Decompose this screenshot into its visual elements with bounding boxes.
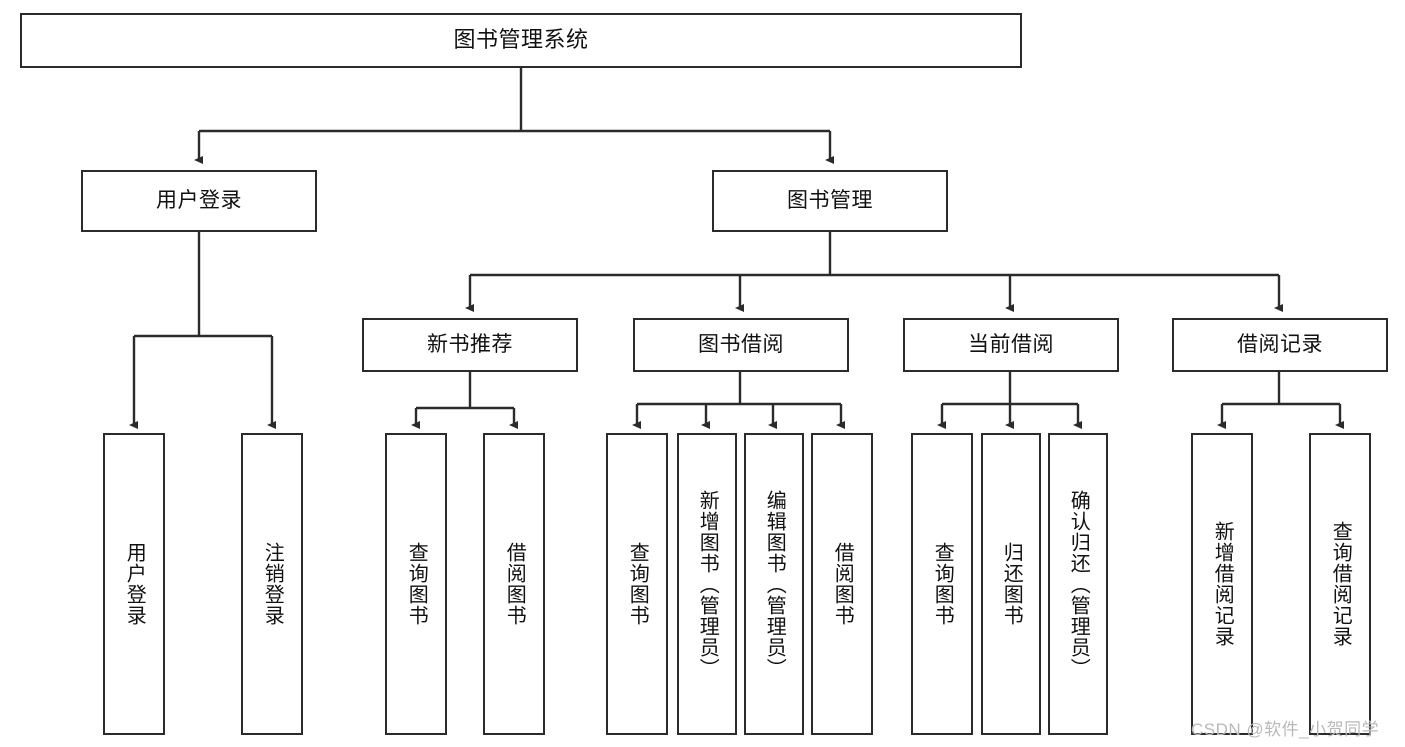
leaf-user-login-login-label: 用户登录 xyxy=(123,542,146,626)
leaf-book-borrow-query[interactable]: 查询图书 xyxy=(606,433,668,735)
leaf-book-borrow-edit-label: 编辑图书（管理员） xyxy=(763,489,786,679)
leaf-borrow-record-query-label: 查询借阅记录 xyxy=(1329,521,1352,647)
watermark: CSDN @软件_小贺同学 xyxy=(1191,720,1380,739)
leaf-borrow-record-add[interactable]: 新增借阅记录 xyxy=(1191,433,1253,735)
leaf-user-login-logout-label: 注销登录 xyxy=(261,542,284,626)
node-user-login[interactable]: 用户登录 xyxy=(81,170,317,232)
leaf-current-borrow-query[interactable]: 查询图书 xyxy=(911,433,973,735)
leaf-current-borrow-confirm[interactable]: 确认归还（管理员） xyxy=(1048,433,1108,735)
node-user-login-label: 用户登录 xyxy=(156,189,242,213)
node-root[interactable]: 图书管理系统 xyxy=(20,13,1022,68)
leaf-borrow-record-query[interactable]: 查询借阅记录 xyxy=(1309,433,1371,735)
node-root-label: 图书管理系统 xyxy=(453,27,589,53)
leaf-book-borrow-query-label: 查询图书 xyxy=(626,542,649,626)
node-current-borrow[interactable]: 当前借阅 xyxy=(903,318,1119,372)
node-new-book-recommend[interactable]: 新书推荐 xyxy=(362,318,578,372)
leaf-current-borrow-return[interactable]: 归还图书 xyxy=(981,433,1041,735)
node-borrow-record[interactable]: 借阅记录 xyxy=(1172,318,1388,372)
node-book-borrow-label: 图书借阅 xyxy=(698,333,784,357)
leaf-user-login-login[interactable]: 用户登录 xyxy=(103,433,165,735)
leaf-book-borrow-borrow-label: 借阅图书 xyxy=(831,542,854,626)
node-book-borrow[interactable]: 图书借阅 xyxy=(633,318,849,372)
node-book-management[interactable]: 图书管理 xyxy=(712,170,948,232)
leaf-new-book-query-label: 查询图书 xyxy=(405,542,428,626)
leaf-book-borrow-add-label: 新增图书（管理员） xyxy=(696,489,719,679)
node-borrow-record-label: 借阅记录 xyxy=(1237,333,1323,357)
leaf-current-borrow-query-label: 查询图书 xyxy=(931,542,954,626)
leaf-new-book-borrow-label: 借阅图书 xyxy=(503,542,526,626)
leaf-user-login-logout[interactable]: 注销登录 xyxy=(241,433,303,735)
leaf-new-book-query[interactable]: 查询图书 xyxy=(385,433,447,735)
leaf-book-borrow-edit[interactable]: 编辑图书（管理员） xyxy=(744,433,804,735)
leaf-book-borrow-borrow[interactable]: 借阅图书 xyxy=(811,433,873,735)
node-book-management-label: 图书管理 xyxy=(787,189,873,213)
leaf-book-borrow-add[interactable]: 新增图书（管理员） xyxy=(677,433,737,735)
leaf-current-borrow-return-label: 归还图书 xyxy=(1000,542,1023,626)
node-new-book-recommend-label: 新书推荐 xyxy=(427,333,513,357)
leaf-current-borrow-confirm-label: 确认归还（管理员） xyxy=(1067,489,1090,679)
node-current-borrow-label: 当前借阅 xyxy=(968,333,1054,357)
leaf-new-book-borrow[interactable]: 借阅图书 xyxy=(483,433,545,735)
leaf-borrow-record-add-label: 新增借阅记录 xyxy=(1211,521,1234,647)
